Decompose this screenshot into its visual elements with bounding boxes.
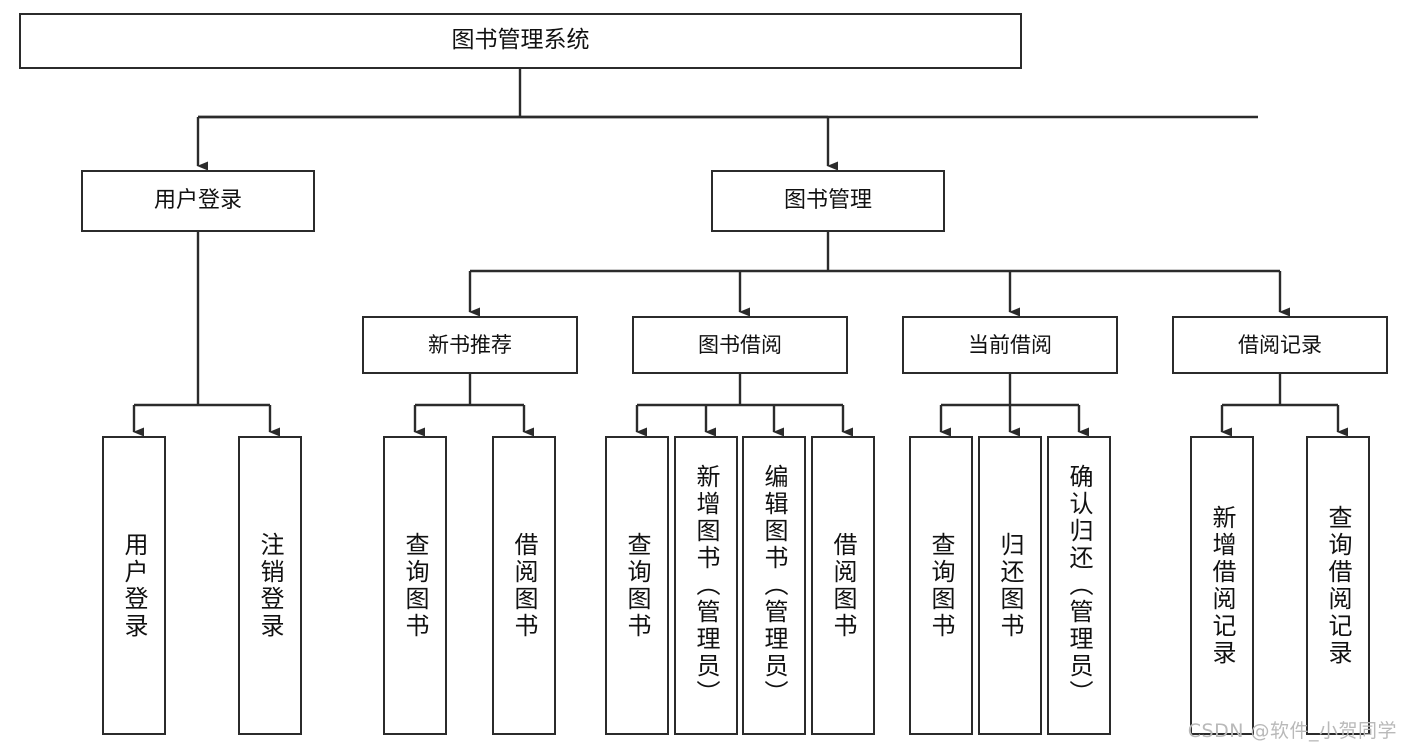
node-leaf-query-book-3[interactable]: 查询图书 <box>909 436 973 735</box>
node-label: 注销登录 <box>256 531 284 640</box>
node-leaf-user-logout[interactable]: 注销登录 <box>238 436 302 735</box>
node-leaf-borrow-book-2[interactable]: 借阅图书 <box>811 436 875 735</box>
node-label: 新书推荐 <box>428 332 512 357</box>
node-label: 图书管理 <box>783 188 872 214</box>
node-current-borrow[interactable]: 当前借阅 <box>902 316 1118 374</box>
node-book-borrow[interactable]: 图书借阅 <box>632 316 848 374</box>
node-label: 归还图书 <box>996 531 1024 640</box>
node-label: 新增图书（管理员） <box>692 464 720 707</box>
node-label: 借阅图书 <box>510 531 538 640</box>
node-user-login[interactable]: 用户登录 <box>81 170 315 232</box>
node-label: 图书管理系统 <box>451 27 590 54</box>
node-new-book-recommend[interactable]: 新书推荐 <box>362 316 578 374</box>
csdn-watermark: CSDN @软件_小贺同学 <box>1187 720 1397 742</box>
node-leaf-query-book-2[interactable]: 查询图书 <box>605 436 669 735</box>
node-leaf-query-record[interactable]: 查询借阅记录 <box>1306 436 1370 735</box>
node-leaf-edit-book[interactable]: 编辑图书（管理员） <box>742 436 806 735</box>
node-book-manage[interactable]: 图书管理 <box>711 170 945 232</box>
node-label: 用户登录 <box>153 188 242 214</box>
node-label: 新增借阅记录 <box>1208 504 1236 667</box>
node-label: 借阅记录 <box>1238 332 1322 357</box>
node-label: 当前借阅 <box>968 332 1052 357</box>
node-leaf-user-login[interactable]: 用户登录 <box>102 436 166 735</box>
node-leaf-add-record[interactable]: 新增借阅记录 <box>1190 436 1254 735</box>
node-leaf-add-book[interactable]: 新增图书（管理员） <box>674 436 738 735</box>
node-label: 查询图书 <box>401 531 429 640</box>
node-label: 借阅图书 <box>829 531 857 640</box>
node-leaf-confirm-return[interactable]: 确认归还（管理员） <box>1047 436 1111 735</box>
node-root-system[interactable]: 图书管理系统 <box>19 13 1022 69</box>
node-label: 编辑图书（管理员） <box>760 464 788 707</box>
node-leaf-return-book[interactable]: 归还图书 <box>978 436 1042 735</box>
node-label: 图书借阅 <box>698 332 782 357</box>
node-leaf-query-book-1[interactable]: 查询图书 <box>383 436 447 735</box>
node-label: 用户登录 <box>120 531 148 640</box>
node-label: 确认归还（管理员） <box>1065 464 1093 707</box>
node-borrow-record[interactable]: 借阅记录 <box>1172 316 1388 374</box>
node-label: 查询图书 <box>927 531 955 640</box>
node-label: 查询借阅记录 <box>1324 504 1352 667</box>
node-leaf-borrow-book-1[interactable]: 借阅图书 <box>492 436 556 735</box>
node-label: 查询图书 <box>623 531 651 640</box>
